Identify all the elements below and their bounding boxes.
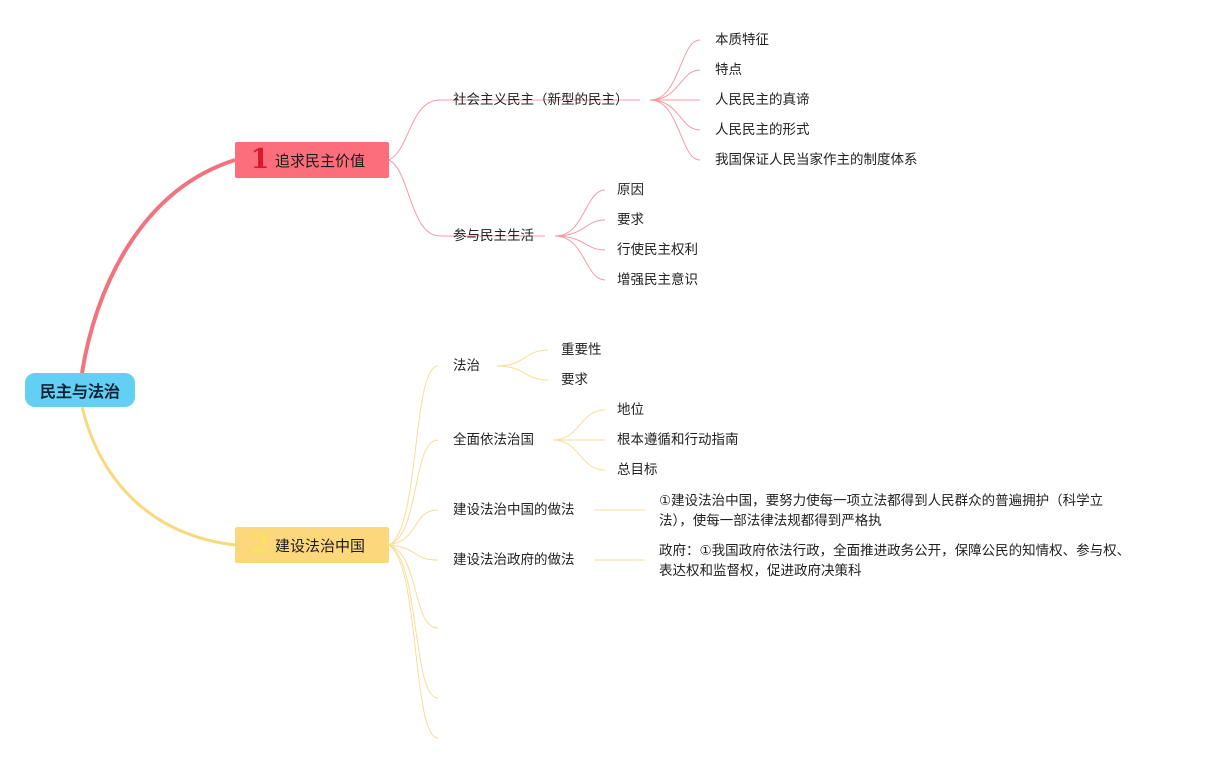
leaf-item[interactable]: 根本遵循和行动指南 [617, 432, 739, 448]
topic-build-law-china[interactable]: 建设法治中国的做法 [453, 502, 575, 518]
topic-socialist-democracy[interactable]: 社会主义民主（新型的民主） [453, 92, 629, 108]
topic-comprehensive-law[interactable]: 全面依法治国 [453, 432, 534, 448]
branch-label: 追求民主价值 [275, 151, 366, 170]
note-line: ①建设法治中国，要努力使每一项立法都得到人民群众的普遍拥护（科学立 [659, 493, 1104, 509]
leaf-item[interactable]: 要求 [561, 372, 588, 388]
branch-number-1: 1 [250, 144, 270, 175]
topic-participate-democracy[interactable]: 参与民主生活 [453, 228, 534, 244]
note-build-law-government[interactable]: 政府：①我国政府依法行政，全面推进政务公开，保障公民的知情权、参与权、 表达权和… [659, 541, 1149, 581]
leaf-item[interactable]: 我国保证人民当家作主的制度体系 [715, 152, 918, 168]
leaf-item[interactable]: 原因 [617, 182, 644, 198]
leaf-item[interactable]: 地位 [617, 402, 644, 418]
topic-build-law-government[interactable]: 建设法治政府的做法 [453, 552, 575, 568]
leaf-item[interactable]: 人民民主的形式 [715, 122, 810, 138]
note-line: 表达权和监督权，促进政府决策科 [659, 563, 862, 579]
topic-rule-of-law[interactable]: 法治 [453, 358, 480, 374]
branch-node-rule-of-law[interactable]: 2 建设法治中国 [235, 527, 389, 563]
connectors-branch1 [388, 39, 701, 281]
leaf-item[interactable]: 行使民主权利 [617, 242, 698, 258]
leaf-item[interactable]: 增强民主意识 [617, 272, 698, 288]
leaf-item[interactable]: 特点 [715, 62, 742, 78]
branch-number-2: 2 [250, 529, 270, 560]
leaf-item[interactable]: 总目标 [617, 462, 658, 478]
connectors-branch2 [388, 349, 645, 739]
note-build-law-china[interactable]: ①建设法治中国，要努力使每一项立法都得到人民群众的普遍拥护（科学立 法），使每一… [659, 491, 1149, 531]
note-line: 法），使每一部法律法规都得到严格执 [659, 513, 882, 529]
leaf-item[interactable]: 重要性 [561, 342, 602, 358]
leaf-item[interactable]: 本质特征 [715, 32, 769, 48]
note-line: 政府：①我国政府依法行政，全面推进政务公开，保障公民的知情权、参与权、 [659, 543, 1131, 559]
connector-root-branch2 [80, 406, 236, 547]
leaf-item[interactable]: 人民民主的真谛 [715, 92, 810, 108]
leaf-item[interactable]: 要求 [617, 212, 644, 228]
connector-root-branch1 [80, 158, 236, 374]
branch-node-democracy[interactable]: 1 追求民主价值 [235, 142, 389, 178]
root-node[interactable]: 民主与法治 [25, 373, 135, 407]
branch-label: 建设法治中国 [275, 536, 366, 555]
